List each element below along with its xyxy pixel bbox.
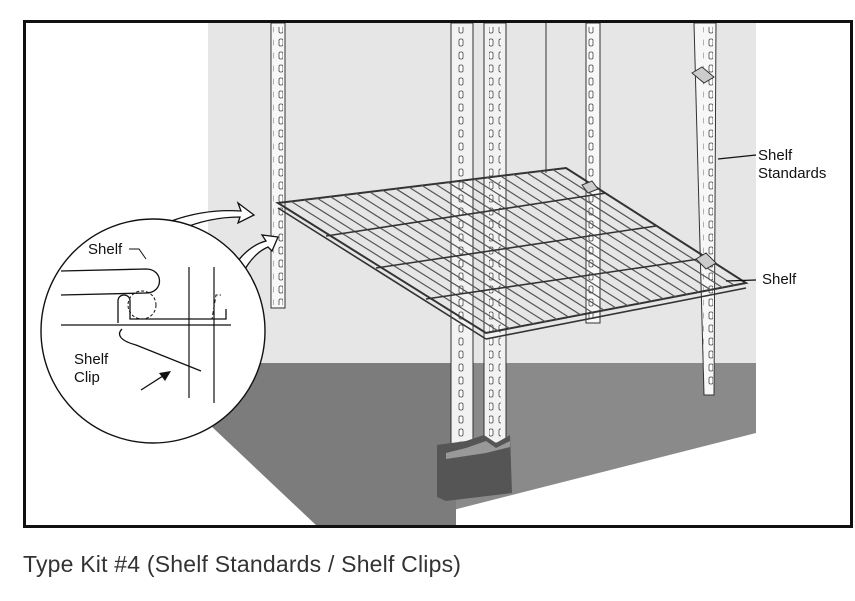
shelf-standard-rear: [585, 23, 601, 324]
diagram-frame: Shelf Standards Shelf Shelf Shelf Clip: [23, 20, 853, 528]
shelf-installation-illustration: [40, 23, 757, 525]
shelf-clip-right-top: [691, 66, 715, 84]
shelf-clip-right: [695, 252, 717, 270]
wire-shelf: [275, 166, 749, 340]
shelf-standard-left: [270, 23, 286, 309]
shelf-wire: [290, 200, 499, 332]
shelf-standard-right: [693, 23, 717, 396]
label-shelf-standards-line1: Shelf: [758, 147, 793, 164]
label-detail-shelf: Shelf: [88, 241, 123, 258]
label-detail-shelf-clip-line2: Clip: [74, 369, 100, 386]
post-base-block: [437, 435, 512, 501]
label-detail-shelf-clip: Shelf Clip: [74, 351, 108, 387]
label-detail-shelf-clip-line1: Shelf: [74, 351, 109, 368]
floor-front: [208, 363, 456, 525]
label-shelf: Shelf: [762, 271, 797, 288]
figure-caption: Type Kit #4 (Shelf Standards / Shelf Cli…: [23, 551, 462, 577]
detail-magnifier: [40, 218, 266, 444]
leader-shelf-standards: [717, 154, 757, 160]
shelf-clip-rear: [581, 180, 599, 194]
label-shelf-standards-line2: Standards: [758, 165, 827, 182]
leader-shelf: [725, 279, 757, 282]
label-shelf-standards: Shelf Standards: [758, 147, 826, 183]
shelf-standard-center-post: [450, 23, 547, 464]
